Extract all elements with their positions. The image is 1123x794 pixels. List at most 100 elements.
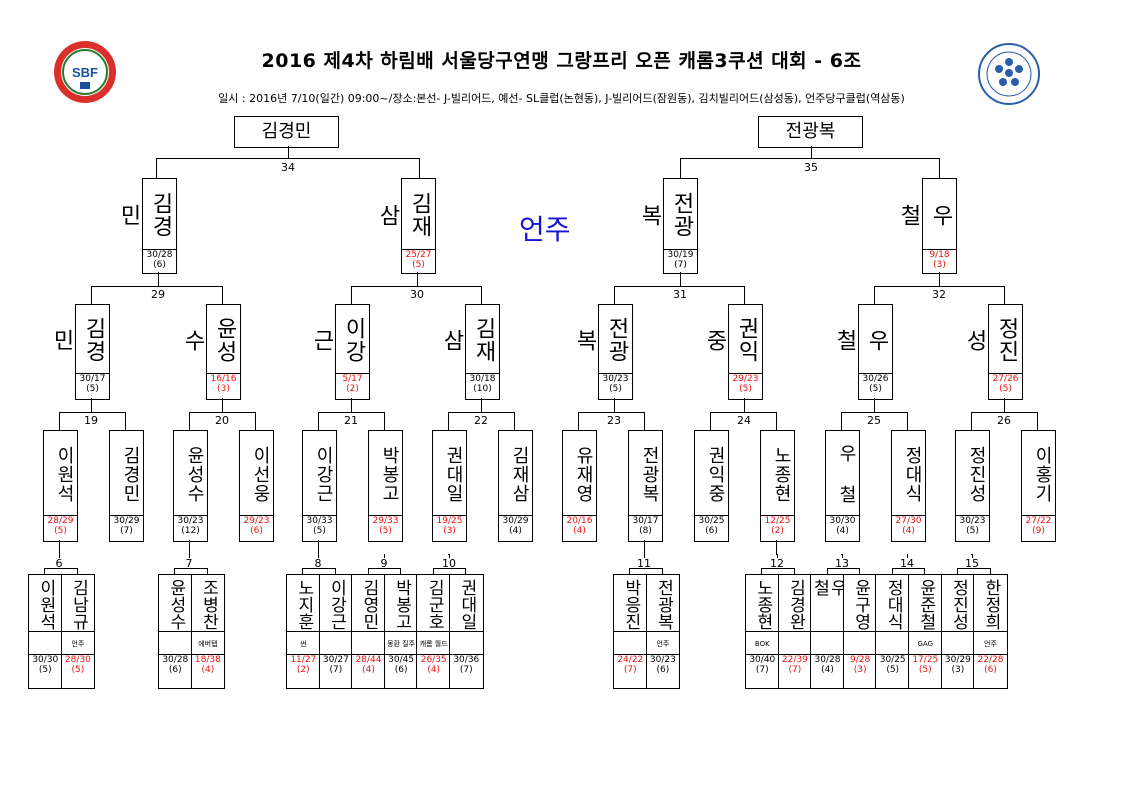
score-value: 30/23 — [649, 655, 676, 665]
player-name: 우 철 — [809, 579, 847, 596]
finalist-left: 김경민 — [234, 116, 339, 148]
score-value: 30/25 — [698, 516, 725, 526]
player-name: 권대일 — [456, 579, 477, 630]
player-name: 우 철 — [896, 203, 953, 227]
innings-value: (4) — [509, 526, 522, 536]
bracket-line — [189, 412, 256, 413]
bracket-line — [318, 540, 319, 554]
score-value: 30/17 — [632, 516, 659, 526]
bracket-line — [680, 272, 681, 286]
score-value: 29/23 — [243, 516, 270, 526]
innings-value: (12) — [181, 526, 200, 536]
bracket-line — [44, 568, 78, 569]
venue-label: 언주 — [519, 213, 571, 246]
bracket-line — [514, 412, 515, 430]
bracket-line — [907, 554, 908, 558]
player-name: 김경민 — [120, 445, 141, 503]
bracket-line — [744, 398, 745, 412]
player-name: 윤준철 — [915, 579, 936, 630]
prelim-match-number: 11 — [637, 557, 651, 570]
score-value: 30/27 — [322, 655, 349, 665]
innings-value: (3) — [443, 526, 456, 536]
bracket-line — [448, 412, 449, 430]
bracket-line — [874, 286, 875, 304]
bracket-line — [400, 568, 402, 574]
bracket-line — [384, 554, 385, 558]
player-score: 30/23(5) — [956, 515, 989, 536]
player-score: 16/16(3) — [207, 373, 240, 394]
player-club: BOK — [746, 633, 779, 655]
player-club: 에버탭 — [191, 633, 225, 655]
bracket-line — [710, 412, 777, 413]
innings-value: (5) — [54, 526, 67, 536]
innings-value: (6) — [394, 665, 408, 675]
bracket-line — [367, 568, 369, 574]
score-value: 30/18 — [469, 374, 496, 384]
bracket-line — [971, 412, 1038, 413]
player-score: 28/44(4) — [352, 655, 385, 675]
player-score: 30/17(8) — [629, 515, 662, 536]
bracket-line — [971, 412, 972, 430]
score-value: 26/35 — [420, 655, 447, 665]
prelim-match-number: 8 — [314, 557, 322, 570]
player-name: 조병찬 — [198, 579, 219, 630]
player-score: 27/22(9) — [1022, 515, 1055, 536]
bracket-line — [956, 568, 958, 574]
player-name: 전광복 — [639, 445, 660, 503]
bracket-line — [842, 554, 843, 558]
bracket-line — [158, 272, 159, 286]
innings-value: (6) — [250, 526, 263, 536]
player-club — [352, 633, 385, 655]
bracket-line — [318, 412, 319, 430]
bracket-line — [859, 568, 861, 574]
player-name: 이원석 — [35, 579, 56, 630]
bracket-line — [189, 540, 190, 558]
player-club — [159, 633, 192, 655]
bracket-line — [777, 554, 778, 558]
player-score: 19/25(3) — [433, 515, 466, 536]
score-value: 30/40 — [749, 655, 776, 665]
bracket-line — [481, 398, 482, 412]
score-value: 30/26 — [862, 374, 889, 384]
player-score: 22/28(6) — [974, 655, 1007, 675]
score-value: 30/25 — [879, 655, 906, 665]
player-name: 이선웅 — [250, 445, 271, 503]
innings-value: (5) — [999, 384, 1012, 394]
bracket-line — [680, 158, 940, 159]
round4-match-number: 29 — [151, 288, 165, 301]
innings-value: (8) — [639, 526, 652, 536]
player-name: 정진성 — [962, 317, 1019, 363]
player-name: 이강근 — [313, 445, 334, 503]
round16-player: 전광복 30/17(8) — [628, 430, 663, 542]
player-score: 22/39(7) — [779, 655, 812, 675]
bracket-line — [59, 540, 60, 558]
score-value: 9/28 — [849, 655, 871, 665]
player-score: 29/23(5) — [729, 373, 762, 394]
score-value: 17/25 — [912, 655, 939, 665]
innings-value: (6) — [984, 665, 997, 675]
score-value: 9/18 — [929, 250, 950, 260]
round8-match-number: 25 — [867, 414, 881, 427]
prelim-match-number: 6 — [55, 557, 63, 570]
bracket-line — [744, 286, 745, 304]
player-name: 권대일 — [443, 445, 464, 503]
player-score: 30/45(6) — [385, 655, 418, 675]
bracket-line — [907, 412, 908, 430]
player-score: 30/28(6) — [159, 655, 192, 675]
player-name: 우 철 — [836, 444, 857, 504]
player-name: 이원석 — [54, 445, 75, 503]
player-score: 28/29(5) — [44, 515, 77, 536]
